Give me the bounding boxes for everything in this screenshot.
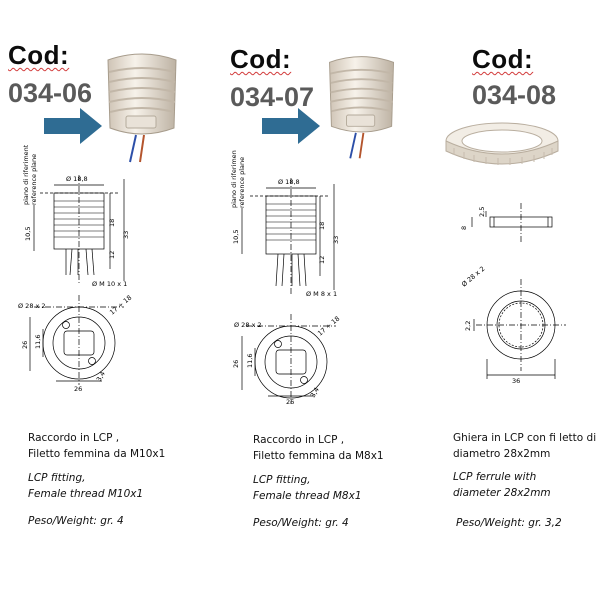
description-en-line-2: Female thread M10x1 bbox=[28, 488, 144, 500]
technical-drawing: 2,5 8 Ø 28 x 2 2,2 36 bbox=[460, 203, 566, 385]
weight-label: Peso/Weight: gr. 4 bbox=[28, 515, 124, 527]
technical-drawing: piano di riferimento reference plane Ø 1… bbox=[18, 145, 133, 393]
description-en-line-1: LCP fitting, bbox=[253, 474, 311, 486]
cod-label: Cod: bbox=[230, 44, 292, 74]
description-en-line-1: LCP fitting, bbox=[28, 472, 86, 484]
ferrule-photo bbox=[445, 122, 559, 165]
arrow-right-icon bbox=[44, 108, 102, 144]
product-code: 034-08 bbox=[472, 80, 557, 110]
weight-label: Peso/Weight: gr. 4 bbox=[253, 517, 349, 529]
product-code: 034-06 bbox=[8, 78, 93, 108]
dim-12-label: 12 bbox=[318, 256, 326, 264]
plane-label-2: reference plane bbox=[30, 154, 38, 205]
dim-2-2-label: 2,2 bbox=[464, 321, 472, 331]
dim-26-v-label: 26 bbox=[232, 360, 240, 368]
weight-label: Peso/Weight: gr. 3,2 bbox=[456, 517, 562, 529]
top-diameter-label: Ø 18,8 bbox=[66, 175, 88, 183]
plane-label-1: piano di riferimento bbox=[230, 150, 238, 208]
description-it-line-2: Filetto femmina da M8x1 bbox=[253, 450, 384, 462]
dim-26-h-label: 26 bbox=[286, 398, 294, 405]
dim-11-6-label: 11,6 bbox=[34, 335, 42, 349]
product-034-06: Cod: 034-06 piano di riferimento referen… bbox=[0, 0, 200, 600]
product-code: 034-07 bbox=[230, 82, 315, 112]
dim-18-label: 18 bbox=[108, 219, 116, 227]
description-it-line-1: Raccordo in LCP , bbox=[253, 434, 345, 446]
top-diameter-label: Ø 18,8 bbox=[278, 178, 300, 186]
dim-26-h-label: 26 bbox=[74, 385, 82, 393]
description-en-line-1: LCP ferrule with bbox=[453, 471, 537, 483]
dim-33-label: 33 bbox=[122, 231, 130, 239]
plane-label-2: reference plane bbox=[238, 157, 246, 208]
plane-label-1: piano di riferimento bbox=[22, 145, 30, 205]
dim-33-label: 33 bbox=[332, 236, 340, 244]
lampholder-photo bbox=[329, 56, 395, 159]
cod-label: Cod: bbox=[8, 40, 70, 70]
technical-drawing: piano di riferimento reference plane Ø 1… bbox=[230, 150, 341, 405]
dim-10-5-label: 10,5 bbox=[24, 227, 32, 241]
hole-diameter-label: Ø 28 x 2 bbox=[460, 265, 486, 289]
angle-dim-label: 17 ÷ 18 bbox=[108, 294, 133, 317]
cod-label: Cod: bbox=[472, 44, 534, 74]
thread-label: Ø M 10 x 1 bbox=[92, 280, 127, 288]
dim-10-5-label: 10,5 bbox=[232, 230, 240, 244]
dim-18-label: 18 bbox=[318, 222, 326, 230]
product-034-07: Cod: 034-07 piano di riferimento referen… bbox=[200, 0, 400, 600]
description-it-line-2: Filetto femmina da M10x1 bbox=[28, 448, 166, 460]
hole-diameter-label: Ø 28 x 2 bbox=[18, 302, 46, 310]
description-it-line-1: Ghiera in LCP con fi letto di bbox=[453, 432, 597, 444]
description-it-line-2: diametro 28x2mm bbox=[453, 448, 551, 460]
hole-diameter-label: Ø 28 x 2 bbox=[234, 321, 262, 329]
dim-2-5-label: 2,5 bbox=[478, 207, 486, 217]
lampholder-photo bbox=[107, 53, 177, 163]
product-034-08: Cod: 034-08 2,5 8 Ø 28 x 2 2,2 36 bbox=[400, 0, 600, 600]
dim-36-label: 36 bbox=[512, 377, 520, 385]
arrow-right-icon bbox=[262, 108, 320, 144]
dim-8-label: 8 bbox=[460, 226, 468, 230]
thread-label: Ø M 8 x 1 bbox=[306, 290, 337, 298]
dim-11-6-label: 11,6 bbox=[246, 354, 254, 368]
description-it-line-1: Raccordo in LCP , bbox=[28, 432, 120, 444]
description-en-line-2: diameter 28x2mm bbox=[453, 487, 551, 499]
description-en-line-2: Female thread M8x1 bbox=[253, 490, 362, 502]
dim-12-label: 12 bbox=[108, 251, 116, 259]
dim-26-v-label: 26 bbox=[21, 341, 29, 349]
